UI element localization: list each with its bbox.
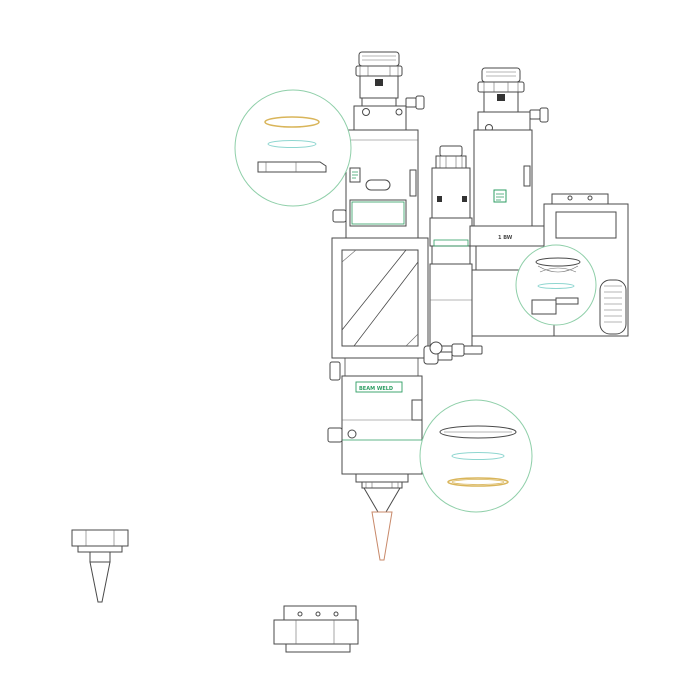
- main-head-assembly: BEAM WELD: [327, 51, 453, 561]
- camera-module: [429, 145, 473, 355]
- small-nozzle-part: [71, 529, 129, 603]
- scale-mark-label: 1 BW: [498, 235, 513, 241]
- small-block-part: [273, 605, 359, 653]
- right-column: [473, 67, 549, 231]
- upper-body-left: [332, 129, 419, 239]
- cross-bar-assembly: 1 BW: [451, 193, 629, 357]
- nozzle-cone: [363, 487, 401, 561]
- lower-body-left: BEAM WELD: [327, 375, 423, 489]
- callout-top-left: [234, 89, 352, 207]
- beam-weld-label: BEAM WELD: [359, 386, 393, 392]
- top-knob-left: [353, 51, 425, 131]
- callout-bottom-right: [419, 399, 533, 513]
- middle-body-left: [329, 237, 453, 381]
- callout-right: [515, 244, 597, 326]
